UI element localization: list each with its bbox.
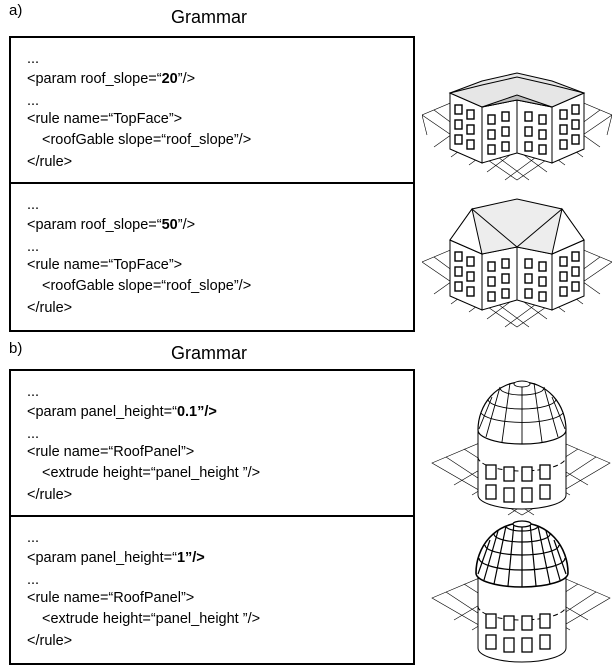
code-line: <extrude height=“panel_height ”/> [42, 611, 261, 627]
grammar-box-a: ... <param roof_slope=“20”/> ... <rule n… [9, 36, 415, 332]
dome-thin-panels-figure [431, 380, 611, 516]
code-line: </rule> [27, 487, 73, 503]
code-line: </rule> [27, 633, 73, 649]
grammar-panel-b1: ... <param panel_height=“0.1”/> ... <rul… [11, 371, 413, 517]
panel-divider [11, 515, 413, 517]
param-value: 50 [161, 217, 178, 233]
code-line-param: <param panel_height=“1”/> [27, 550, 205, 566]
code-line: </rule> [27, 300, 73, 316]
house-steep-slope-figure [422, 198, 612, 328]
param-value: 20 [161, 71, 178, 87]
param-value: 0.1”/> [176, 404, 217, 420]
code-line: <roofGable slope=“roof_slope”/> [42, 132, 252, 148]
dome-thick-panels-figure [431, 520, 611, 663]
code-line: ... [27, 93, 40, 109]
code-line: ... [27, 239, 40, 255]
panel-divider [11, 182, 413, 184]
code-line-param: <param roof_slope=“20”/> [27, 71, 196, 87]
code-line: ... [27, 426, 40, 442]
section-b-label: b) [9, 340, 23, 357]
code-line: ... [27, 384, 40, 400]
house-low-slope-figure [422, 72, 612, 181]
code-line: <rule name=“RoofPanel”> [27, 444, 195, 460]
code-line: <roofGable slope=“roof_slope”/> [42, 278, 252, 294]
param-value: 1”/> [176, 550, 205, 566]
grammar-panel-a2: ... <param roof_slope=“50”/> ... <rule n… [11, 184, 413, 332]
code-line: ... [27, 530, 40, 546]
code-line: <rule name=“RoofPanel”> [27, 590, 195, 606]
section-b-title: Grammar [171, 343, 247, 363]
section-a-label: a) [9, 2, 23, 19]
code-line: <extrude height=“panel_height ”/> [42, 465, 261, 481]
grammar-box-b: ... <param panel_height=“0.1”/> ... <rul… [9, 369, 415, 665]
code-line-param: <param roof_slope=“50”/> [27, 217, 196, 233]
code-line: ... [27, 51, 40, 67]
code-line-param: <param panel_height=“0.1”/> [27, 404, 217, 420]
code-line: ... [27, 572, 40, 588]
grammar-panel-a1: ... <param roof_slope=“20”/> ... <rule n… [11, 38, 413, 184]
code-line: <rule name=“TopFace”> [27, 257, 183, 273]
section-a-title: Grammar [171, 7, 247, 27]
grammar-panel-b2: ... <param panel_height=“1”/> ... <rule … [11, 517, 413, 665]
code-line: ... [27, 197, 40, 213]
code-line: <rule name=“TopFace”> [27, 111, 183, 127]
code-line: </rule> [27, 154, 73, 170]
